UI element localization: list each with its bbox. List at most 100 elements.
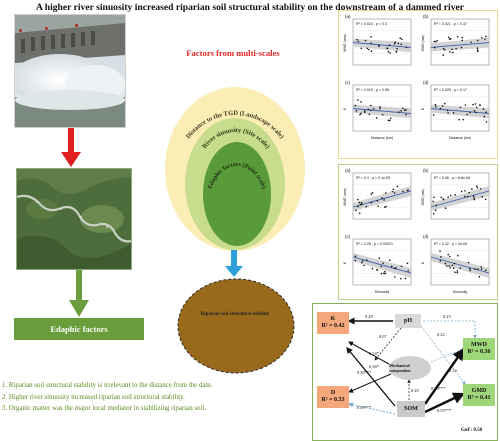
scatter-point [471,188,473,190]
scatter-point [367,108,370,111]
scatter-point [354,104,357,107]
subplot-letter: (a) [345,14,351,19]
scatter-point [458,118,461,121]
scatter-point [476,106,478,109]
sem-coef: 0.36* [369,364,379,369]
scatter-point [444,207,447,209]
scatter-point [393,192,396,194]
scatter-point [483,115,486,118]
scatter-point [454,271,456,274]
scatter-point [397,111,400,113]
subplot-ylabel: GMD (mm) [421,35,425,52]
subplot-letter: (c) [345,80,351,85]
scatter-point [476,47,479,50]
sem-coef: 0.07 [379,334,387,339]
scatter-point [393,267,396,270]
subplot-ylabel: D [421,261,425,264]
scatter-point [448,255,451,258]
subplot-stat: R² = 0.021 , p = 0.37 [434,22,467,26]
scatter-point [456,270,459,272]
scatter-point [386,47,389,50]
scatter-point [400,265,403,268]
subplot-letter: (b) [423,14,429,19]
scatter-point [432,212,435,215]
scatter-point [436,39,439,42]
scatter-point [395,267,397,269]
scatter-point [433,46,436,49]
scatter-point [392,188,395,191]
scatter-point [445,265,448,267]
scatter-point [369,109,372,112]
scatter-point [383,272,385,274]
scatter-point [381,113,384,116]
scatter-point [388,44,391,46]
scatter-point [406,262,409,265]
scatter-point [475,185,478,188]
scatter-point [452,267,455,270]
scatter-point [447,36,450,39]
scatter-point [442,198,444,200]
scatter-point [460,190,463,193]
scatter-point [391,190,394,193]
scatter-point [370,42,372,45]
scatter-point [378,257,381,260]
scatter-point [395,51,398,53]
scatter-point [363,264,365,267]
scatter-point [404,277,407,280]
scatter-point [439,260,442,262]
scatter-point [355,209,357,212]
scatter-point [377,205,379,207]
scatter-point [397,42,400,45]
scatter-point [476,268,479,270]
scatter-point [387,50,390,53]
scatter-point [354,255,357,258]
sem-node-som: SOM [397,401,425,417]
scatter-point [361,260,364,262]
scatter-point [434,209,437,212]
scatter-point [442,47,445,50]
scatter-point [405,109,407,111]
scatter-point [449,194,452,197]
scatter-point [434,40,437,43]
scatter-point [479,104,481,107]
scatter-point [451,48,453,51]
scatter-point [435,105,437,108]
sem-node-mechanical-composition: Mechanical composition [389,356,431,380]
scatter-point [477,50,479,53]
scatter-point [400,38,403,40]
scatter-point [393,42,396,45]
scatter-point [389,52,391,54]
sem-paths [346,317,477,415]
scatter-point [472,195,475,198]
riparian-stability-label: Riparian soil structural stability [200,312,270,317]
scatter-point [359,113,361,116]
scatter-point [379,106,381,108]
scatter-point [464,195,466,198]
scatter-point [443,48,446,51]
scatter-point [435,204,437,207]
scatter-point [381,197,383,199]
sem-coef: 0.28 [365,314,373,319]
subplot-letter: (d) [423,234,429,239]
scatter-point [370,50,373,52]
sem-coef: 0.24* [369,351,379,356]
scatter-point [459,106,462,109]
scatter-point [466,113,468,116]
scatter-point [454,194,456,196]
scatter-point [473,109,476,112]
sem-coef: 0.14 [449,368,457,373]
scatter-point [390,265,393,268]
scatter-point [474,103,477,105]
subplot-ylabel: K [343,107,347,110]
blue-arrow-icon [225,250,243,277]
subplot-letter: (b) [423,168,429,173]
scatter-point [478,275,481,278]
sem-node-ph: pH [395,314,421,328]
scatter-point [476,187,479,189]
scatter-point [484,269,487,272]
scatter-point [366,47,369,50]
